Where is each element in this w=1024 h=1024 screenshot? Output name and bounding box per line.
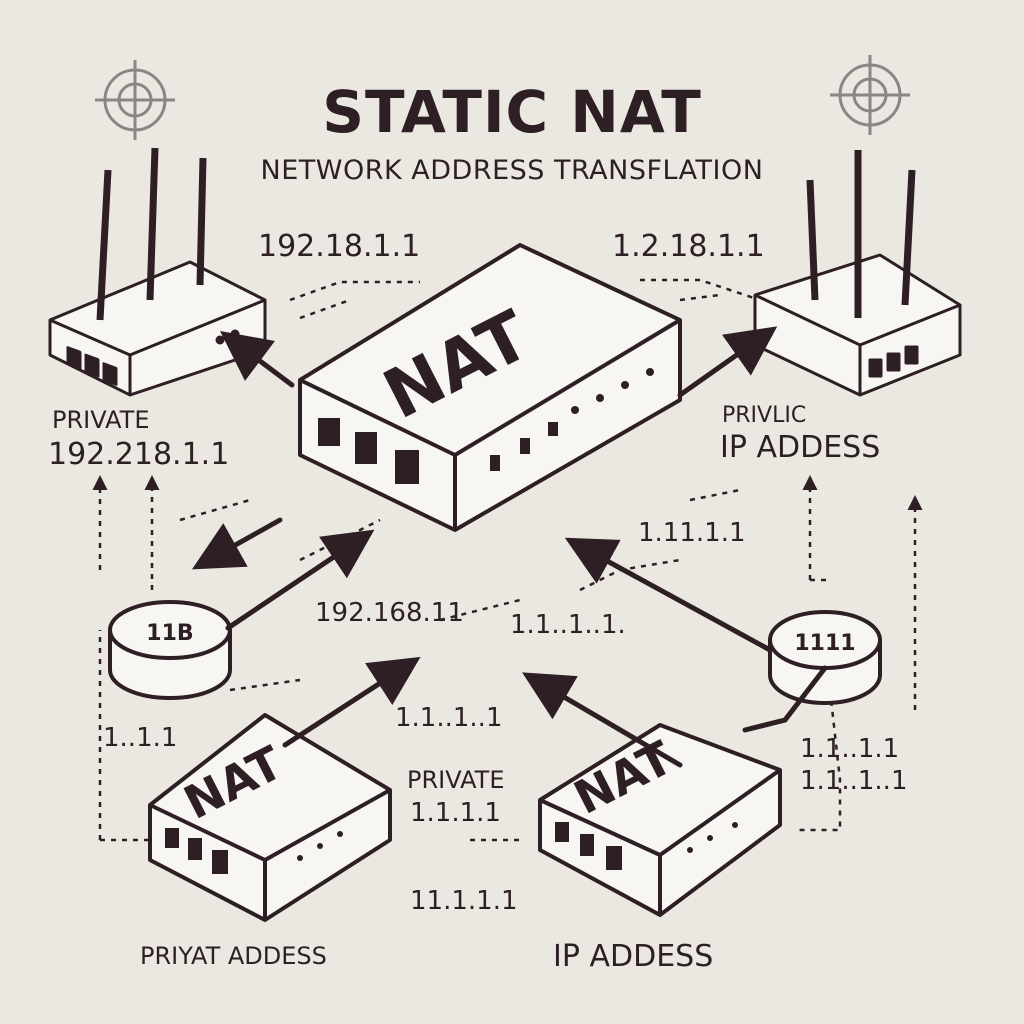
target-icon-right — [830, 55, 910, 135]
center-mid-ip-label: 1.1..1..1 — [395, 703, 503, 733]
right-switch-label: 1111 — [794, 631, 855, 656]
left-switch-label: 11B — [146, 621, 193, 646]
right-low-ip-label-1: 1.1..1.1 — [800, 734, 900, 764]
center-left-ip-label: 192.168.11 — [315, 598, 464, 628]
right-mid-ip-label: 1.11.1.1 — [638, 518, 746, 548]
right-low-ip-label-2: 1.1..1..1 — [800, 766, 908, 796]
bottom-right-address-label: IP ADDESS — [553, 939, 714, 974]
center-private-ip-label: 1.1.1.1 — [410, 798, 501, 828]
right-public-label: PRIVLIC — [722, 403, 807, 428]
main-nat-device: NAT — [298, 243, 682, 532]
right-switch-node: 1111 — [768, 610, 882, 705]
left-private-label: PRIVATE — [52, 406, 150, 434]
diagram-title: STATIC NAT — [322, 78, 702, 146]
center-private-label: PRIVATE — [407, 766, 505, 794]
center-right-ip-label: 1.1..1..1. — [510, 610, 626, 640]
bottom-center-ip-label: 11.1.1.1 — [410, 886, 518, 916]
target-icon-left — [95, 60, 175, 140]
bottom-left-nat-device: NAT — [148, 713, 392, 922]
right-ip-address-label: IP ADDESS — [720, 430, 881, 465]
top-left-ip-label: 192.18.1.1 — [258, 229, 421, 264]
right-router — [753, 150, 962, 397]
bottom-right-nat-device: NAT — [538, 723, 782, 917]
top-right-ip-label: 1.2.18.1.1 — [612, 229, 765, 264]
bottom-left-address-label: PRIYAT ADDESS — [140, 942, 327, 970]
left-router — [48, 147, 267, 397]
left-private-ip-label: 192.218.1.1 — [48, 437, 230, 472]
left-switch-node: 11B — [108, 600, 232, 700]
left-low-ip-label: 1..1.1 — [103, 723, 178, 753]
solid-arrows — [191, 326, 828, 768]
diagram-subtitle: NETWORK ADDRESS TRANSFLATION — [260, 155, 764, 186]
